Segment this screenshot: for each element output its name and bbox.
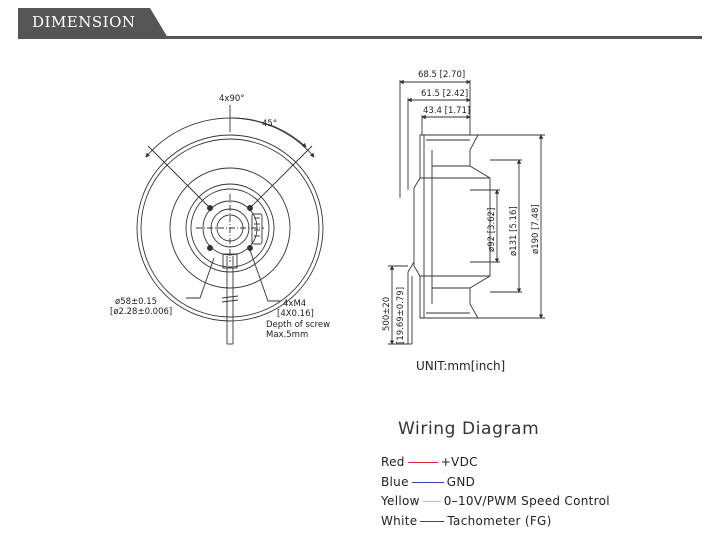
- screw-hole: [207, 205, 213, 211]
- side-cable: [407, 261, 415, 344]
- wiring-title: Wiring Diagram: [398, 419, 540, 439]
- wire-row-red: Red +VDC: [381, 454, 478, 470]
- wire-color-name: Red: [381, 455, 405, 469]
- wire-color-name: Yellow: [381, 494, 420, 508]
- wire-signal: 0–10V/PWM Speed Control: [443, 494, 610, 508]
- outer-ring-inner: [140, 138, 320, 318]
- hub-ring-outer: [185, 183, 275, 273]
- angle-arc-45: [229, 117, 307, 148]
- wire-signal: GND: [446, 475, 476, 489]
- wire-color-name: Blue: [381, 475, 409, 489]
- screw-hole: [207, 245, 213, 251]
- screw-depth-max-label: Max.5mm: [266, 330, 308, 340]
- section-title: DIMENSION: [32, 13, 136, 31]
- wire-color-name: White: [381, 514, 418, 528]
- screw-hole: [247, 245, 253, 251]
- wire-swatch-blue: [411, 481, 444, 483]
- screw-leader: [249, 249, 281, 302]
- screw-depth-label: Depth of screw: [266, 320, 330, 330]
- front-view-labels: 4x90° 45° ø58±0.15 [ø2.28±0.006] 4xM4 [4…: [110, 94, 330, 340]
- wire-signal: +VDC: [440, 455, 478, 469]
- wire-swatch-white: [420, 520, 445, 522]
- hub-dia-label: ø58±0.15: [115, 297, 157, 307]
- label-plate: [251, 213, 263, 245]
- unit-label: UNIT:mm[inch]: [416, 359, 506, 373]
- side-view: [388, 79, 545, 345]
- dia-131-label: ø131 [5.16]: [509, 206, 519, 256]
- wire-swatch-red: [407, 461, 438, 463]
- dim-mid-label: 61.5 [2.42]: [421, 89, 468, 99]
- side-view-labels: 68.5 [2.70] 61.5 [2.42] 43.4 [1.71] ø92 …: [382, 70, 541, 344]
- screw-inch-label: [4X0.16]: [277, 309, 314, 319]
- dia-190-label: ø190 [7.48]: [531, 204, 541, 254]
- wire-row-blue: Blue GND: [381, 474, 475, 490]
- lead-length-inch-label: [19.69±0.79]: [396, 287, 406, 344]
- angle-full-label: 4x90°: [219, 94, 245, 104]
- screw-label: 4xM4: [283, 299, 306, 309]
- dia-92-label: ø92 [3.62]: [487, 208, 497, 252]
- angle-half-label: 45°: [262, 119, 277, 129]
- hub-ring: [190, 188, 270, 268]
- screw-hole: [247, 205, 253, 211]
- cable-grommet: [222, 253, 238, 269]
- dim-total-label: 68.5 [2.70]: [418, 70, 465, 80]
- lead-length-label: 500±20: [382, 297, 392, 331]
- wire-row-yellow: Yellow 0–10V/PWM Speed Control: [381, 493, 610, 509]
- header-tab: [18, 8, 168, 38]
- hub-dia-inch-label: [ø2.28±0.006]: [110, 307, 172, 317]
- section-header: DIMENSION: [0, 0, 714, 42]
- outer-ring: [136, 134, 324, 322]
- wire-signal: Tachometer (FG): [447, 514, 552, 528]
- impeller-ring: [169, 167, 291, 289]
- front-view: [136, 105, 324, 345]
- wire-swatch-yellow: [422, 500, 441, 502]
- dim-small-label: 43.4 [1.71]: [423, 106, 470, 116]
- hub-dia-leader: [186, 257, 215, 299]
- header-rule: [18, 36, 702, 39]
- housing-profile: [413, 134, 491, 319]
- wire-row-white: White Tachometer (FG): [381, 513, 552, 529]
